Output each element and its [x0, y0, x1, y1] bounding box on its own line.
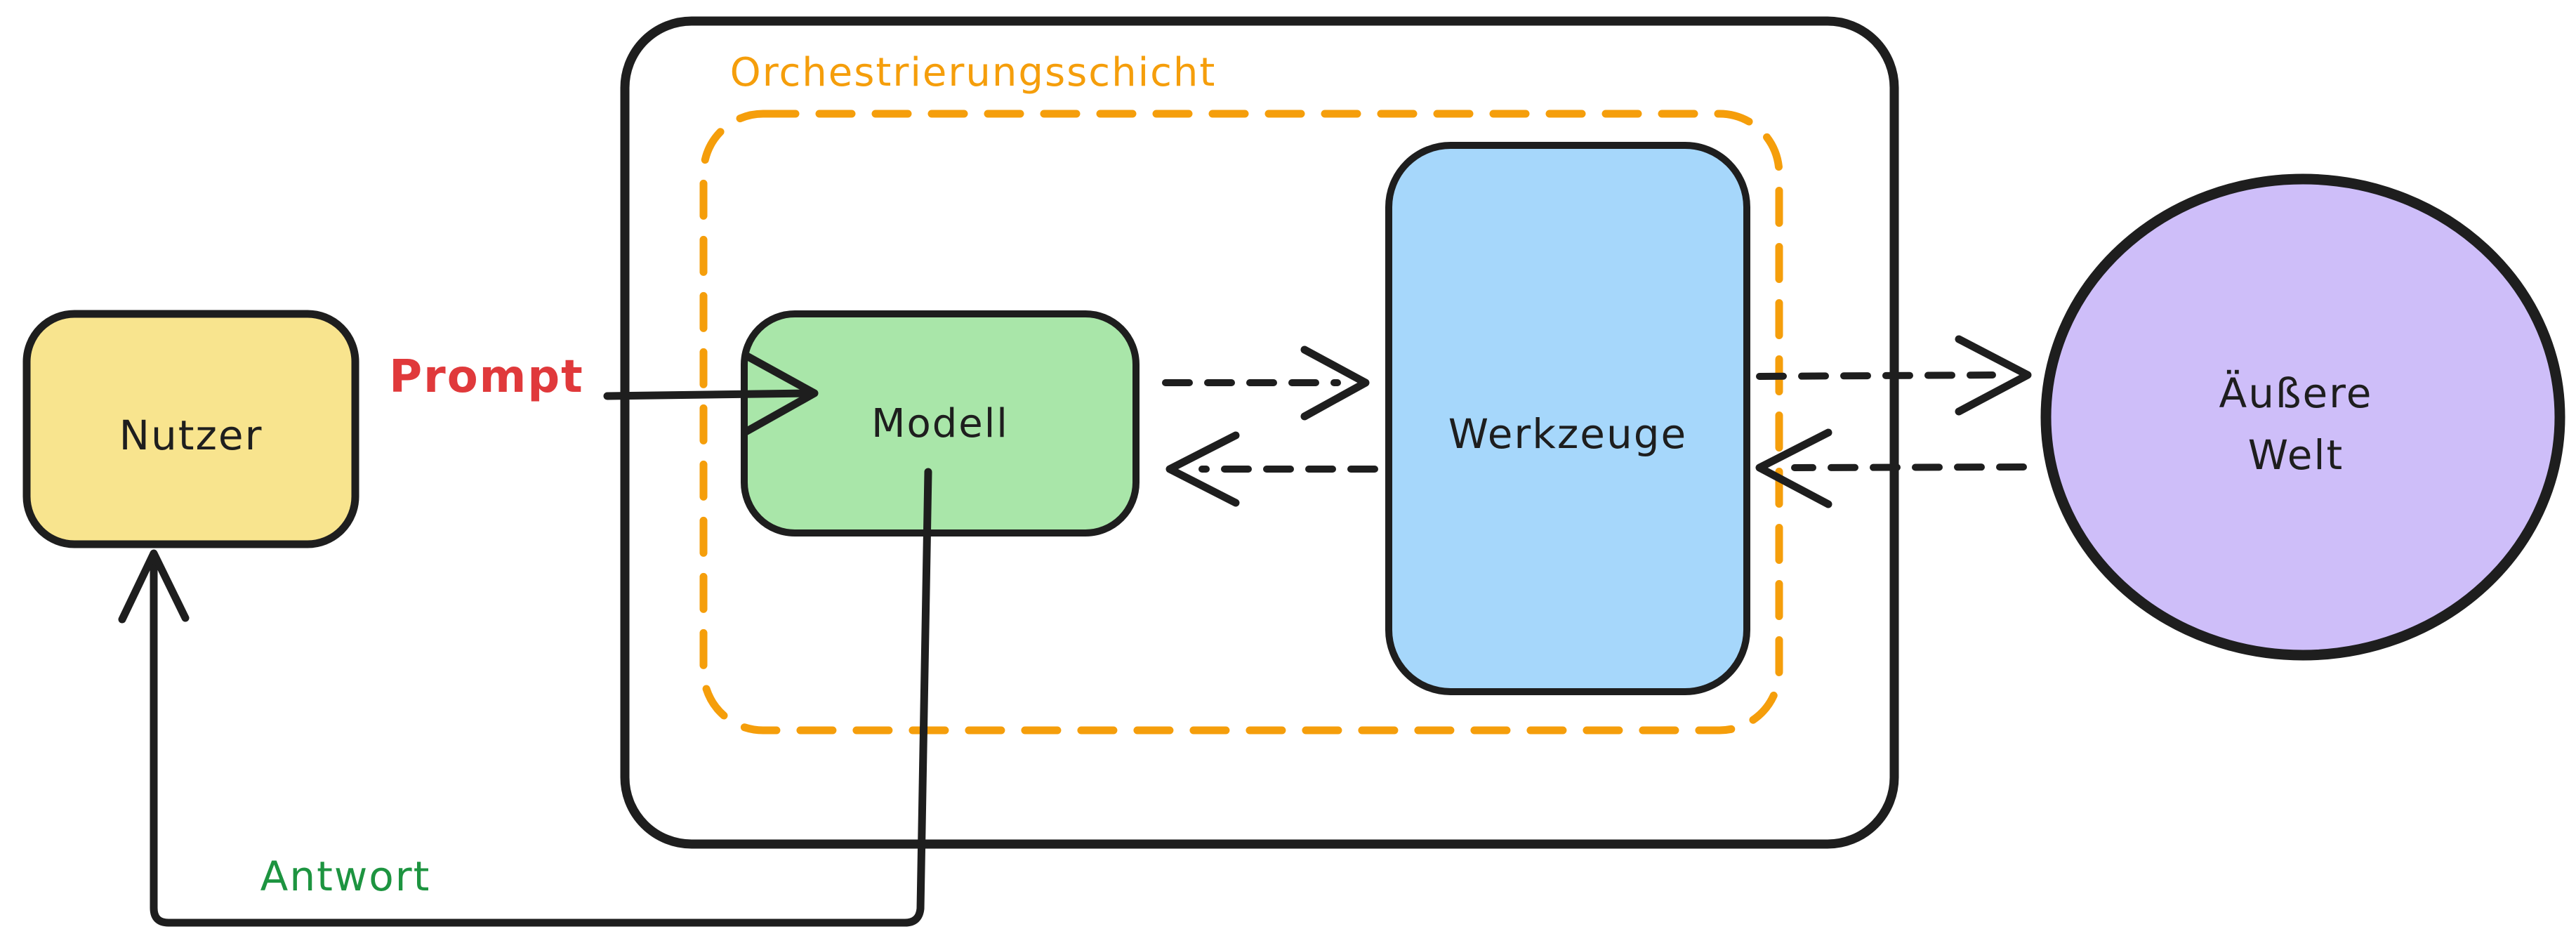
modell-to-werkzeuge-edge — [1162, 345, 1370, 421]
werkzeuge-box — [1385, 142, 1750, 695]
werkzeuge-to-modell-arrowhead — [1165, 431, 1240, 507]
aeussere-welt-label-line2: Welt — [2248, 431, 2344, 479]
orchestration-boundary — [699, 110, 1783, 735]
orchestration-label: Orchestrierungsschicht — [730, 50, 1217, 96]
modell-label: Modell — [871, 401, 1009, 447]
prompt-arrow-line — [603, 389, 813, 400]
nutzer-node: Nutzer — [22, 310, 359, 548]
werkzeuge-to-modell-edge — [1165, 431, 1378, 507]
werkzeuge-to-welt-line — [1756, 371, 1996, 380]
antwort-arrowhead — [118, 549, 190, 624]
nutzer-label: Nutzer — [119, 412, 263, 459]
nutzer-box — [22, 310, 359, 548]
aeussere-welt-node: Äußere Welt — [2040, 173, 2565, 661]
welt-to-werkzeuge-line — [1791, 463, 2027, 471]
modell-to-werkzeuge-arrowhead — [1300, 345, 1370, 421]
werkzeuge-label: Werkzeuge — [1448, 410, 1687, 458]
werkzeuge-node: Werkzeuge — [1385, 142, 1750, 695]
modell-node: Modell — [741, 310, 1140, 536]
werkzeuge-to-welt-edge — [1756, 335, 2032, 416]
prompt-label: Prompt — [389, 351, 584, 403]
antwort-line — [150, 468, 932, 927]
antwort-label: Antwort — [260, 852, 431, 900]
aeussere-welt-label-line1: Äußere — [2219, 369, 2373, 417]
werkzeuge-to-welt-arrowhead — [1955, 335, 2032, 416]
prompt-edge: Prompt — [389, 351, 819, 436]
aeussere-welt-circle — [2040, 173, 2565, 661]
welt-to-werkzeuge-arrowhead — [1755, 428, 1832, 508]
welt-to-werkzeuge-edge — [1755, 428, 2027, 508]
modell-box — [741, 310, 1140, 536]
outer-boundary — [620, 16, 1899, 849]
prompt-arrowhead — [741, 351, 819, 436]
antwort-edge: Antwort — [118, 468, 932, 927]
